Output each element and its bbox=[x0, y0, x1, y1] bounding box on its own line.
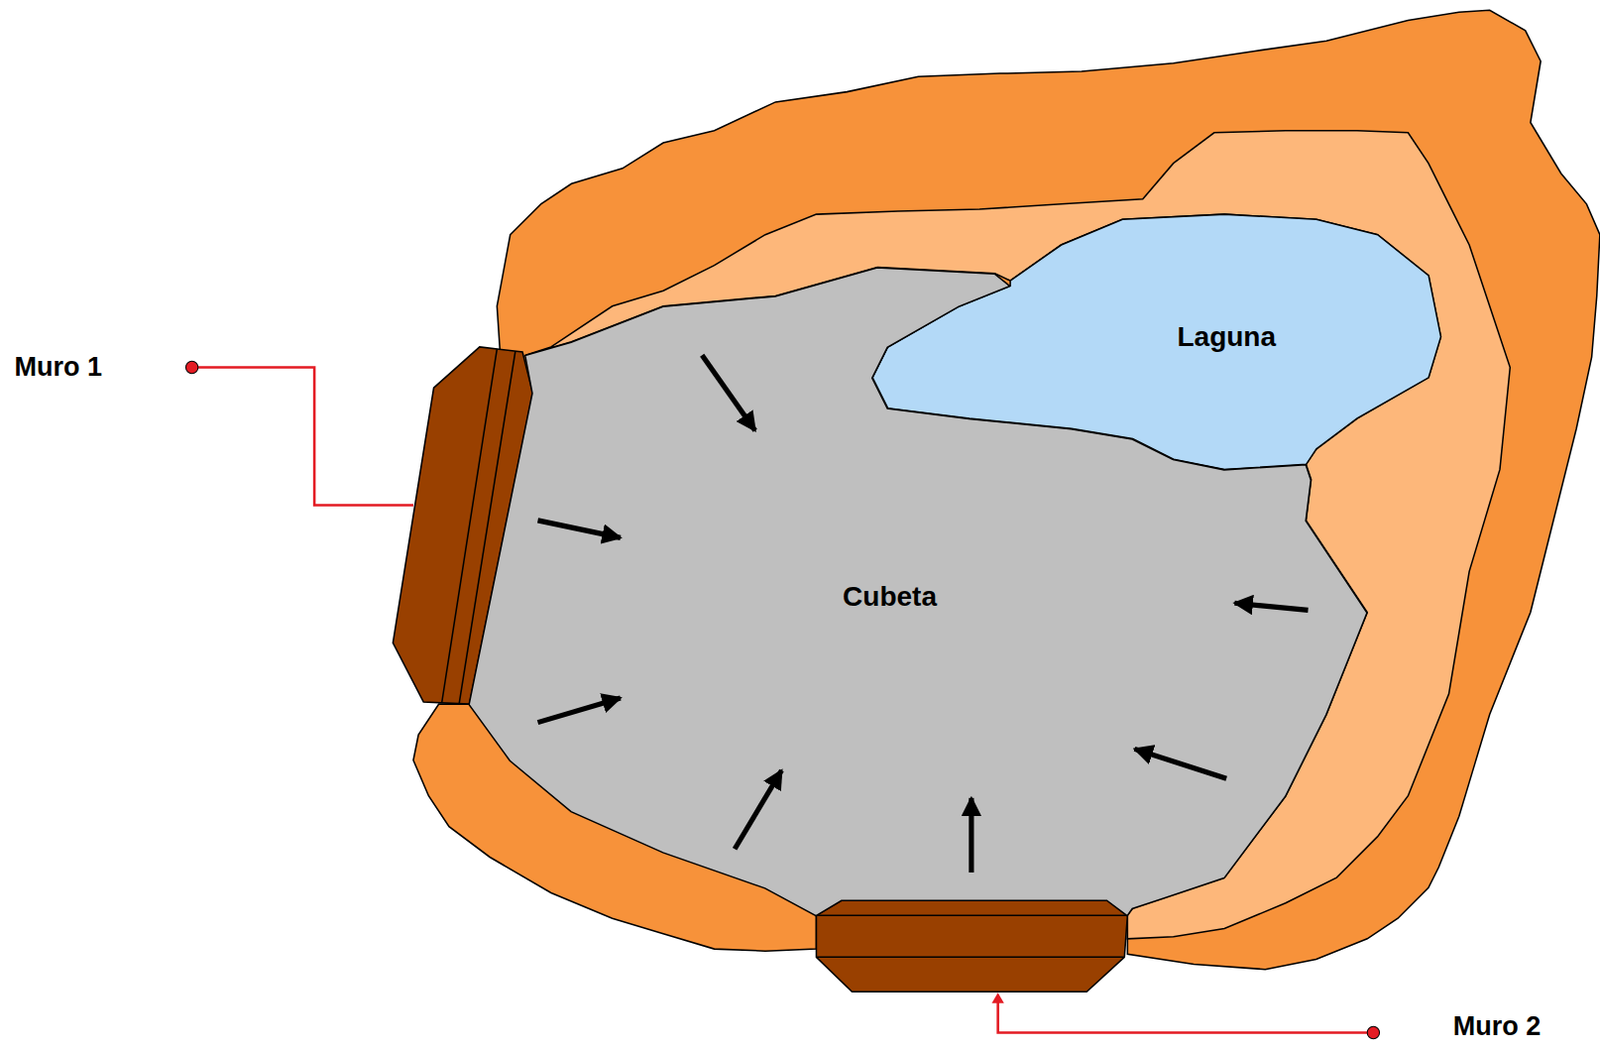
leader-arrowhead bbox=[991, 992, 1004, 1003]
part-label: Muro 1 bbox=[13, 352, 103, 383]
leader-dot bbox=[1367, 1026, 1379, 1038]
basin-region: Cubeta bbox=[463, 265, 1372, 919]
region-name: Laguna bbox=[1176, 321, 1276, 352]
region-shape bbox=[468, 267, 1368, 916]
leader-dot bbox=[185, 360, 198, 373]
region-name: Cubeta bbox=[842, 581, 937, 613]
part-label: Muro 2 bbox=[1453, 1012, 1542, 1042]
dam-wall bbox=[815, 900, 1128, 993]
flow-arrow bbox=[538, 354, 1309, 873]
outer-terrain bbox=[413, 9, 1600, 969]
